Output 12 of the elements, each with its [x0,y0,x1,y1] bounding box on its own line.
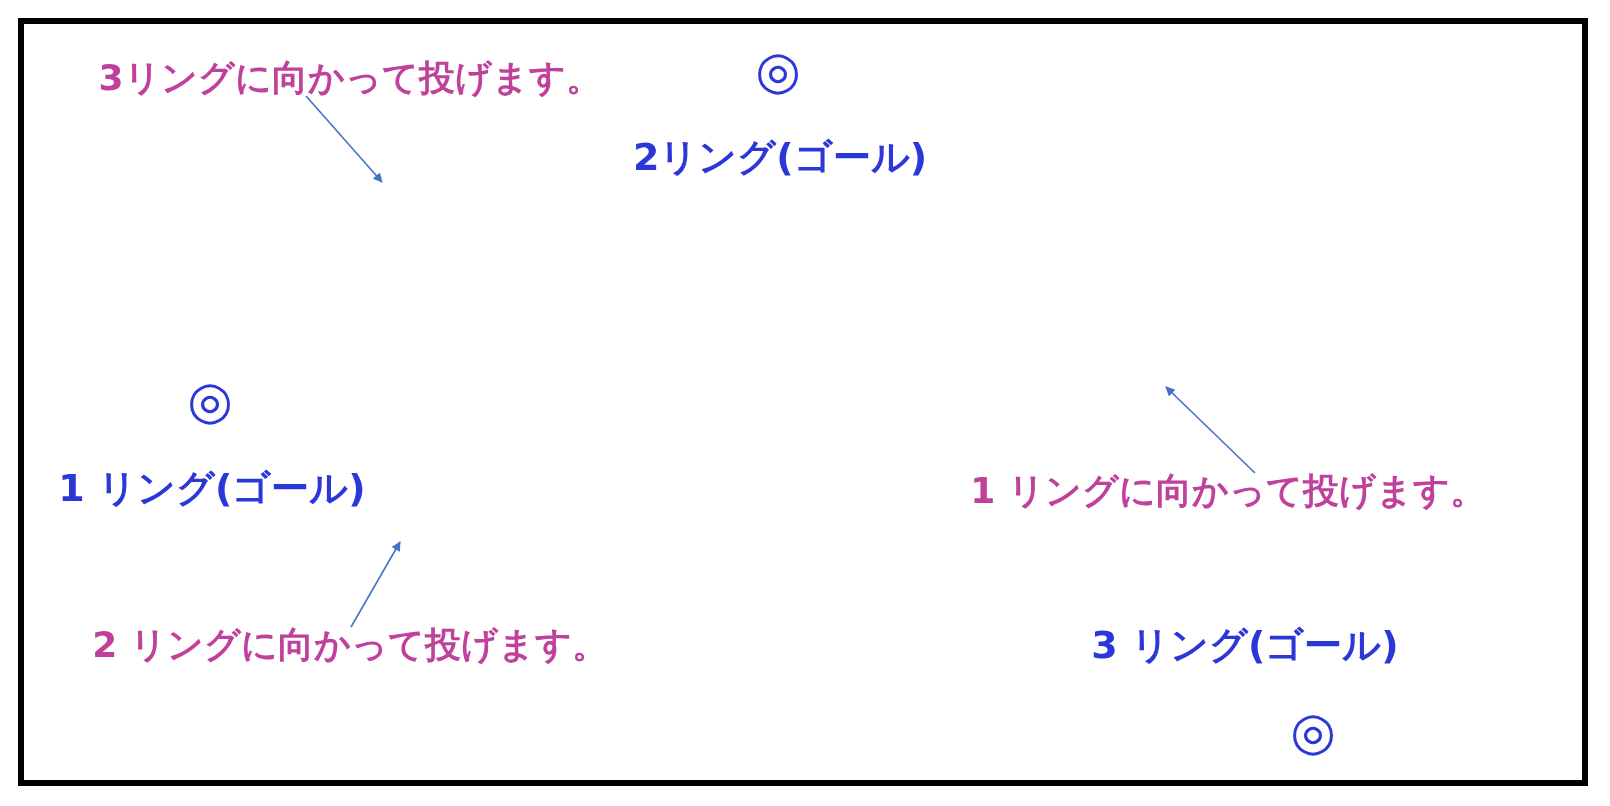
arrow [305,95,383,183]
goal-label: 3 リング(ゴール) [1091,626,1399,664]
instruction-text: 1 リングに向かって投げます。 [970,473,1486,509]
ring-symbol: ◎ [187,374,233,426]
goal-label: 2リング(ゴール) [632,138,928,176]
goal-label: 1 リング(ゴール) [58,469,366,507]
ring-symbol: ◎ [1290,705,1336,757]
instruction-text: 2 リングに向かって投げます。 [92,627,608,663]
instruction-text: 3リングに向かって投げます。 [98,60,602,96]
ring-symbol: ◎ [755,44,801,96]
arrow [1165,386,1256,474]
arrow [350,541,401,628]
